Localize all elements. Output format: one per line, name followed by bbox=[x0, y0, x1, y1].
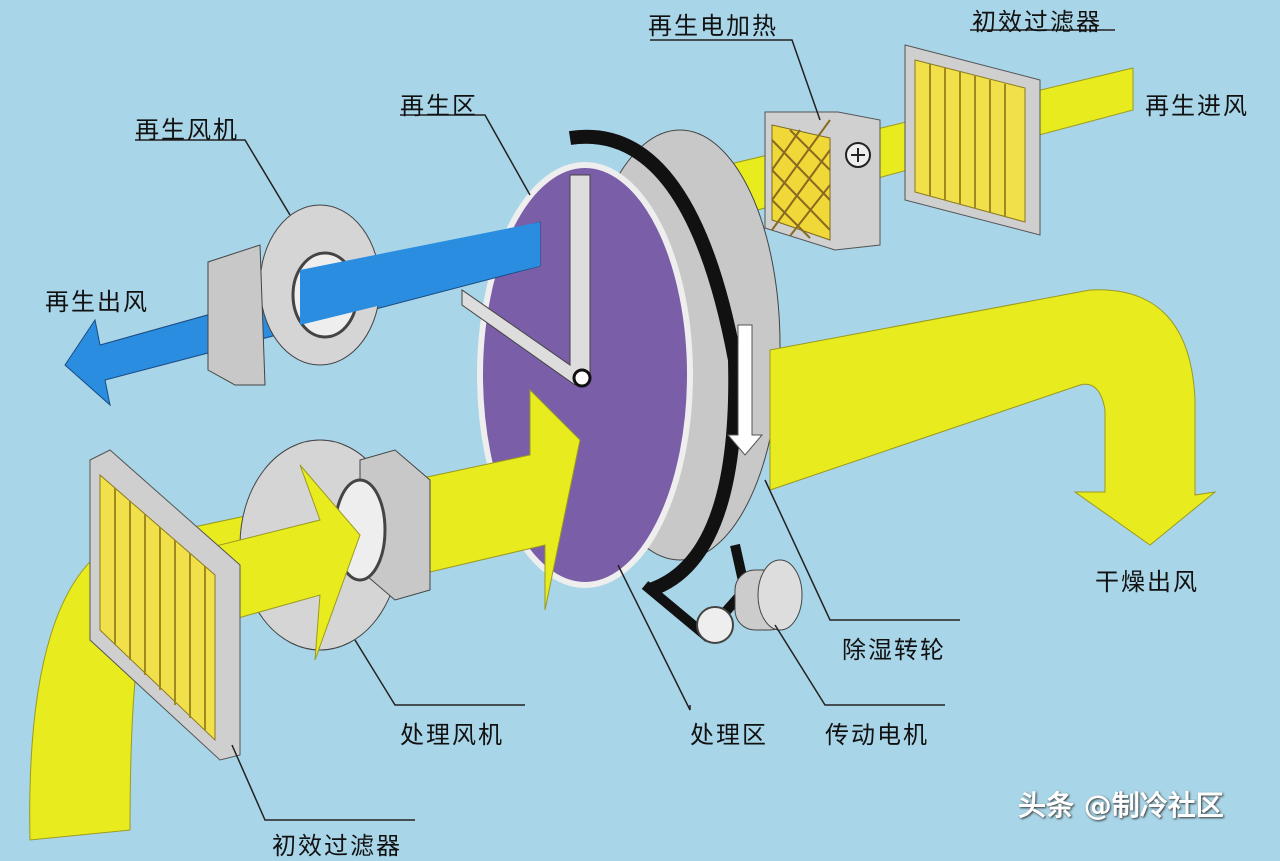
watermark: 头条 @制冷社区 bbox=[1018, 789, 1224, 822]
dry-outlet-airflow bbox=[769, 289, 1217, 546]
regen-fan bbox=[207, 204, 540, 386]
drive-motor bbox=[696, 559, 803, 644]
label-bottom-filter: 初效过滤器 bbox=[272, 832, 402, 860]
label-top-filter: 初效过滤器 bbox=[972, 8, 1102, 36]
label-desiccant-wheel: 除湿转轮 bbox=[842, 636, 946, 664]
regen-heater bbox=[764, 111, 881, 251]
label-drive-motor: 传动电机 bbox=[825, 721, 929, 749]
regen-zone-divider bbox=[461, 174, 591, 386]
leader-lines bbox=[135, 29, 1115, 821]
label-regen-outlet: 再生出风 bbox=[45, 288, 149, 316]
rotation-arrow bbox=[726, 324, 764, 456]
label-dry-outlet: 干燥出风 bbox=[1095, 568, 1199, 596]
label-regen-heater: 再生电加热 bbox=[648, 12, 778, 40]
label-regen-inlet: 再生进风 bbox=[1145, 92, 1249, 120]
bottom-filter bbox=[89, 449, 241, 761]
label-process-zone: 处理区 bbox=[690, 721, 768, 749]
process-inlet-airflow bbox=[29, 388, 581, 841]
label-process-fan: 处理风机 bbox=[400, 721, 504, 749]
top-filter bbox=[904, 44, 1041, 236]
label-regen-zone: 再生区 bbox=[400, 92, 478, 120]
label-regen-fan: 再生风机 bbox=[135, 116, 239, 144]
